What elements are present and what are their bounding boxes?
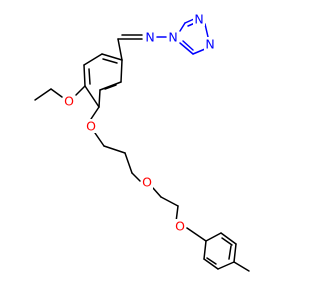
bond [90, 106, 100, 120]
bond [103, 145, 126, 154]
bond [192, 48, 206, 55]
atom-label-o-ethoxy: O [64, 94, 74, 109]
bond [203, 258, 219, 270]
bond [34, 88, 52, 101]
bond [75, 85, 86, 96]
bond [83, 53, 103, 66]
bond [184, 18, 195, 24]
atom-label-o-ether-2: O [142, 175, 152, 190]
bond-double-inner [221, 237, 233, 246]
atom-label-n-ring-1: N [168, 30, 177, 45]
atom-label-bg [167, 30, 179, 44]
bond [233, 243, 237, 263]
bond [99, 81, 122, 91]
bond-double-inner [182, 40, 194, 51]
atom-label-bg [144, 30, 156, 44]
bond [94, 132, 105, 147]
bond-double-inner [102, 58, 118, 64]
bond [205, 232, 222, 242]
bond [179, 42, 194, 55]
bond [152, 187, 162, 198]
atom-label-bg [85, 119, 97, 133]
bond-double-inner [88, 68, 91, 85]
atom-label-bg [174, 219, 186, 233]
bond [117, 38, 123, 61]
bond [120, 59, 123, 83]
bond [220, 232, 237, 245]
bond-double-inner [228, 245, 232, 260]
bond [98, 89, 101, 108]
bond [84, 85, 100, 108]
atom-label-n-ring-4: N [205, 37, 214, 52]
bond [179, 22, 186, 32]
atom-label-n-imine: N [145, 30, 154, 45]
atom-label-o-ether-3: O [175, 219, 185, 234]
atom-label-bg [193, 12, 205, 26]
bond [186, 227, 207, 242]
bond [217, 261, 235, 270]
bond [50, 88, 63, 98]
bond [203, 240, 207, 260]
bond-double-inner [104, 84, 117, 90]
bond [83, 64, 86, 87]
bond [204, 23, 209, 38]
bond [131, 172, 141, 182]
bond [233, 261, 250, 272]
atom-label-bg [63, 94, 75, 108]
atom-label-o-ether-1: O [86, 119, 96, 134]
bond [160, 196, 179, 207]
bond-double-inner [206, 257, 217, 265]
atom-label-bg [204, 37, 216, 51]
bond [124, 152, 133, 174]
atom-label-n-ring-3: N [194, 12, 203, 27]
bond-lines [34, 18, 250, 272]
bond [101, 53, 123, 61]
atom-label-bg [141, 175, 153, 189]
